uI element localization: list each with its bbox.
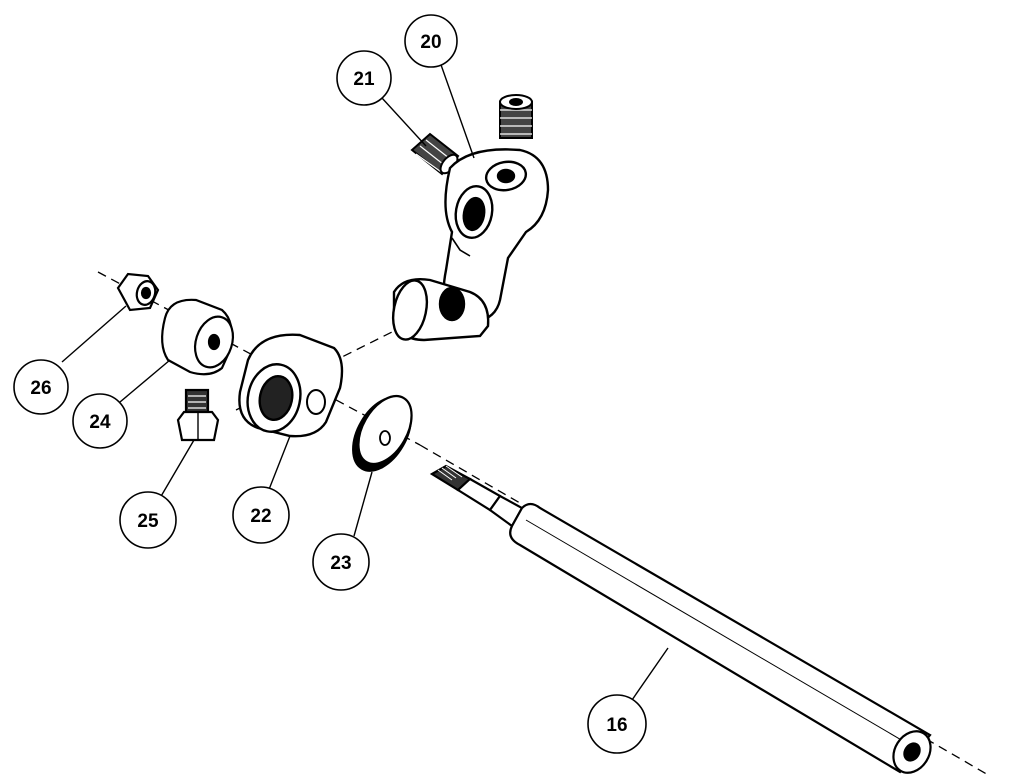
leader-21 bbox=[381, 97, 427, 147]
callout-24-circle bbox=[72, 393, 128, 449]
callout-16-label: 16 bbox=[606, 715, 627, 736]
callout-22-circle bbox=[232, 486, 290, 544]
callout-25-label: 25 bbox=[137, 511, 159, 532]
leader-20 bbox=[439, 61, 475, 159]
shaft-highlight bbox=[525, 519, 916, 749]
callout-24: 24 bbox=[72, 393, 128, 449]
arm-top-hole bbox=[496, 168, 516, 184]
shaft-axis-line bbox=[419, 444, 991, 776]
part-25-bolt bbox=[176, 388, 220, 442]
nut-hole bbox=[140, 286, 152, 300]
callout-21: 21 bbox=[336, 50, 392, 106]
part-20-clamp-arm bbox=[391, 148, 550, 342]
leader-26 bbox=[61, 305, 127, 363]
collar-set-screw-hole bbox=[306, 389, 326, 415]
callout-25-circle bbox=[119, 491, 177, 549]
arm-spigot-end bbox=[391, 279, 429, 341]
part-16-shaft bbox=[429, 464, 932, 774]
callout-24-label: 24 bbox=[89, 412, 111, 433]
shaft-thread-lines bbox=[437, 465, 463, 481]
leader-16 bbox=[631, 647, 669, 701]
arm-cross-bore bbox=[462, 196, 486, 232]
leader-24 bbox=[119, 359, 171, 403]
leader-23 bbox=[353, 471, 373, 537]
callout-22: 22 bbox=[232, 486, 290, 544]
callout-26: 26 bbox=[13, 359, 69, 415]
part-23-washer bbox=[352, 395, 413, 472]
part-24-spacer bbox=[161, 298, 235, 376]
callout-22-label: 22 bbox=[250, 506, 271, 527]
callout-20: 20 bbox=[404, 14, 458, 68]
callout-25: 25 bbox=[119, 491, 177, 549]
callout-23: 23 bbox=[312, 533, 370, 591]
collar-bore bbox=[258, 375, 294, 421]
callout-23-circle bbox=[312, 533, 370, 591]
set-screw-right bbox=[499, 94, 533, 139]
callout-21-label: 21 bbox=[353, 69, 375, 90]
callouts: 20 21 26 24 25 22 23 16 bbox=[13, 14, 647, 754]
shaft-end-bore bbox=[903, 742, 921, 762]
shaft-body bbox=[509, 502, 932, 774]
leader-lines bbox=[61, 61, 669, 701]
callout-20-circle bbox=[404, 14, 458, 68]
washer-hole bbox=[379, 430, 391, 446]
callout-16: 16 bbox=[587, 694, 647, 754]
leader-22 bbox=[267, 435, 291, 493]
spacer-bore bbox=[207, 333, 221, 351]
leader-25 bbox=[159, 439, 195, 499]
washer-face bbox=[357, 395, 413, 465]
part-26-hex-nut bbox=[116, 272, 160, 312]
callout-26-label: 26 bbox=[30, 378, 51, 399]
callout-16-circle bbox=[587, 694, 647, 754]
arm-spigot-hole bbox=[438, 286, 466, 322]
callout-26-circle bbox=[13, 359, 69, 415]
callout-21-circle bbox=[336, 50, 392, 106]
bolt-thread-lines bbox=[188, 395, 206, 415]
screw-right-socket bbox=[509, 98, 523, 106]
part-22-collar bbox=[238, 333, 344, 438]
callout-20-label: 20 bbox=[420, 32, 441, 53]
arm-fillet-line bbox=[451, 237, 471, 257]
callout-23-label: 23 bbox=[330, 553, 351, 574]
